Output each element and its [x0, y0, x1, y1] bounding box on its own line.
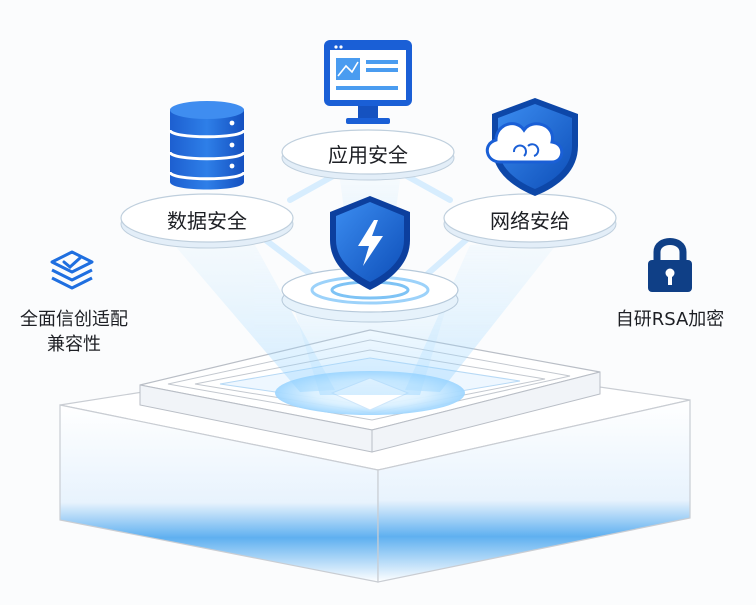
cloud-shield-icon	[485, 98, 578, 196]
node-app-security	[281, 129, 455, 181]
lightning-shield-icon	[330, 196, 410, 290]
node-network-security-label: 网络安给	[490, 209, 570, 233]
monitor-icon	[324, 40, 412, 124]
layers-check-icon	[50, 250, 94, 290]
node-app-security-label: 应用安全	[328, 143, 408, 167]
feature-rsa-encryption: 自研RSA加密	[615, 309, 725, 330]
node-data-security	[120, 193, 294, 249]
node-network-security	[443, 193, 617, 249]
feature-compatibility-line2: 兼容性	[47, 334, 101, 355]
feature-compatibility-line1: 全面信创适配	[20, 309, 128, 330]
database-icon	[168, 101, 246, 190]
padlock-icon	[648, 238, 692, 292]
node-data-security-label: 数据安全	[167, 209, 247, 233]
